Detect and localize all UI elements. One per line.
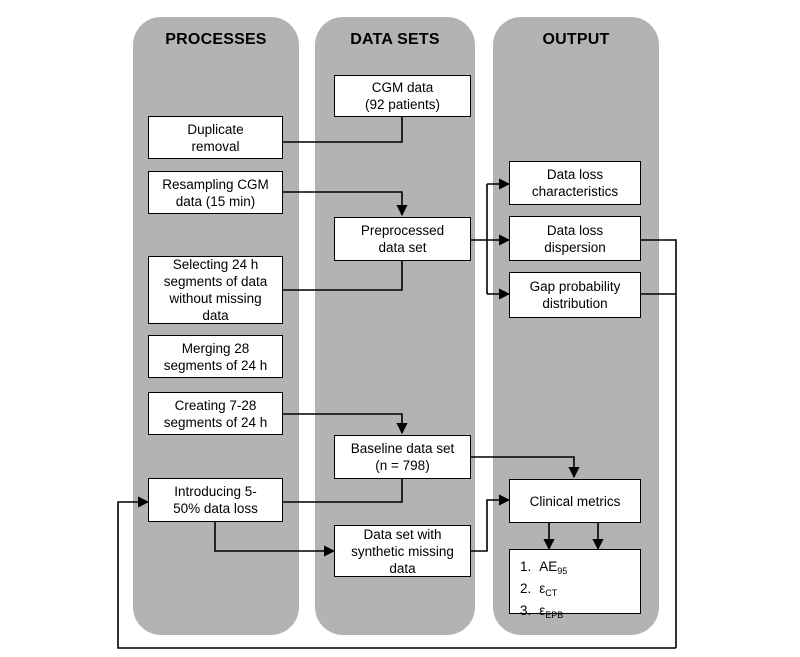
connector-synthetic-clinical: [471, 494, 511, 552]
metric-item-label: AE95: [539, 559, 568, 576]
connector-creating-baseline: [282, 413, 408, 435]
connector-introducing-synthetic: [214, 522, 336, 557]
metric-item-label: εCT: [539, 581, 558, 598]
gap-probability-box: Gap probability distribution: [509, 272, 641, 318]
resampling-box: Resampling CGM data (15 min): [148, 171, 283, 214]
metric-item-number: 3.: [520, 603, 532, 618]
metric-item-number: 2.: [520, 581, 532, 596]
metric-item-label: εEPB: [539, 603, 564, 620]
duplicate-removal-box: Duplicate removal: [148, 116, 283, 159]
datasets-column-title: DATA SETS: [350, 31, 440, 48]
connector-baseline-introducing: [282, 478, 403, 503]
connector-cgm-duplicate: [282, 116, 403, 143]
output-column: OUTPUT: [493, 17, 659, 635]
metrics-list-box: 1. AE95 2. εCT 3. εEPB: [509, 549, 641, 620]
synthetic-box: Data set with synthetic missing data: [334, 525, 471, 577]
introducing-box: Introducing 5- 50% data loss: [148, 478, 283, 522]
output-column-title: OUTPUT: [542, 31, 610, 48]
connector-baseline-clinical: [471, 456, 580, 479]
metric-item-3: 3. εEPB: [520, 602, 640, 624]
metric-item-1: 1. AE95: [520, 558, 640, 580]
cgm-data-box: CGM data (92 patients): [334, 75, 471, 117]
connector-dispersion-loop: [640, 239, 677, 648]
loss-characteristics-box: Data loss characteristics: [509, 161, 641, 205]
metric-item-2: 2. εCT: [520, 580, 640, 602]
connector-preprocessed-selecting: [282, 260, 403, 291]
preprocessed-box: Preprocessed data set: [334, 217, 471, 261]
merging-box: Merging 28 segments of 24 h: [148, 335, 283, 378]
processes-column-title: PROCESSES: [165, 31, 267, 48]
selecting-box: Selecting 24 h segments of data without …: [148, 256, 283, 324]
clinical-metrics-box: Clinical metrics: [509, 479, 641, 523]
loss-dispersion-box: Data loss dispersion: [509, 216, 641, 261]
baseline-box: Baseline data set (n = 798): [334, 435, 471, 479]
connector-resampling-preprocessed: [282, 191, 408, 217]
metric-item-number: 1.: [520, 559, 532, 574]
creating-box: Creating 7-28 segments of 24 h: [148, 392, 283, 435]
connector-feedback-loop: [117, 496, 676, 649]
